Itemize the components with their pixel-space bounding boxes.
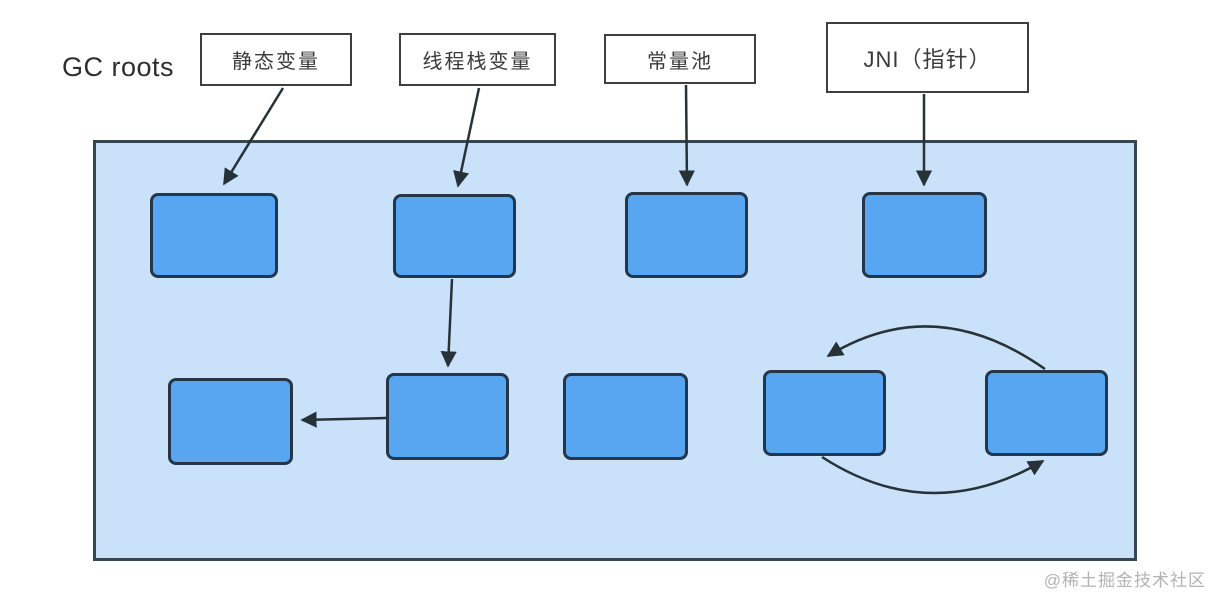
root-box-static-vars-label: 静态变量 (232, 51, 320, 73)
heap-object-9 (985, 370, 1108, 456)
heap-object-7 (563, 373, 688, 460)
heap-object-1 (150, 193, 278, 278)
root-box-constant-pool-label: 常量池 (647, 50, 713, 73)
root-box-jni-pointer-label: JNI（指针） (863, 46, 992, 72)
gc-roots-label: GC roots (62, 52, 175, 82)
heap-object-8 (763, 370, 886, 456)
heap-object-5 (168, 378, 293, 465)
root-box-jni-pointer: JNI（指针） (826, 22, 1029, 93)
heap-object-6 (386, 373, 509, 460)
heap-object-4 (862, 192, 987, 278)
heap-object-3 (625, 192, 748, 278)
root-box-thread-stack-vars: 线程栈变量 (399, 33, 556, 86)
root-box-thread-stack-vars-label: 线程栈变量 (422, 51, 533, 73)
root-box-constant-pool: 常量池 (604, 34, 756, 84)
watermark: @稀土掘金技术社区 (1043, 571, 1206, 590)
heap-object-2 (393, 194, 516, 278)
root-box-static-vars: 静态变量 (200, 33, 352, 86)
